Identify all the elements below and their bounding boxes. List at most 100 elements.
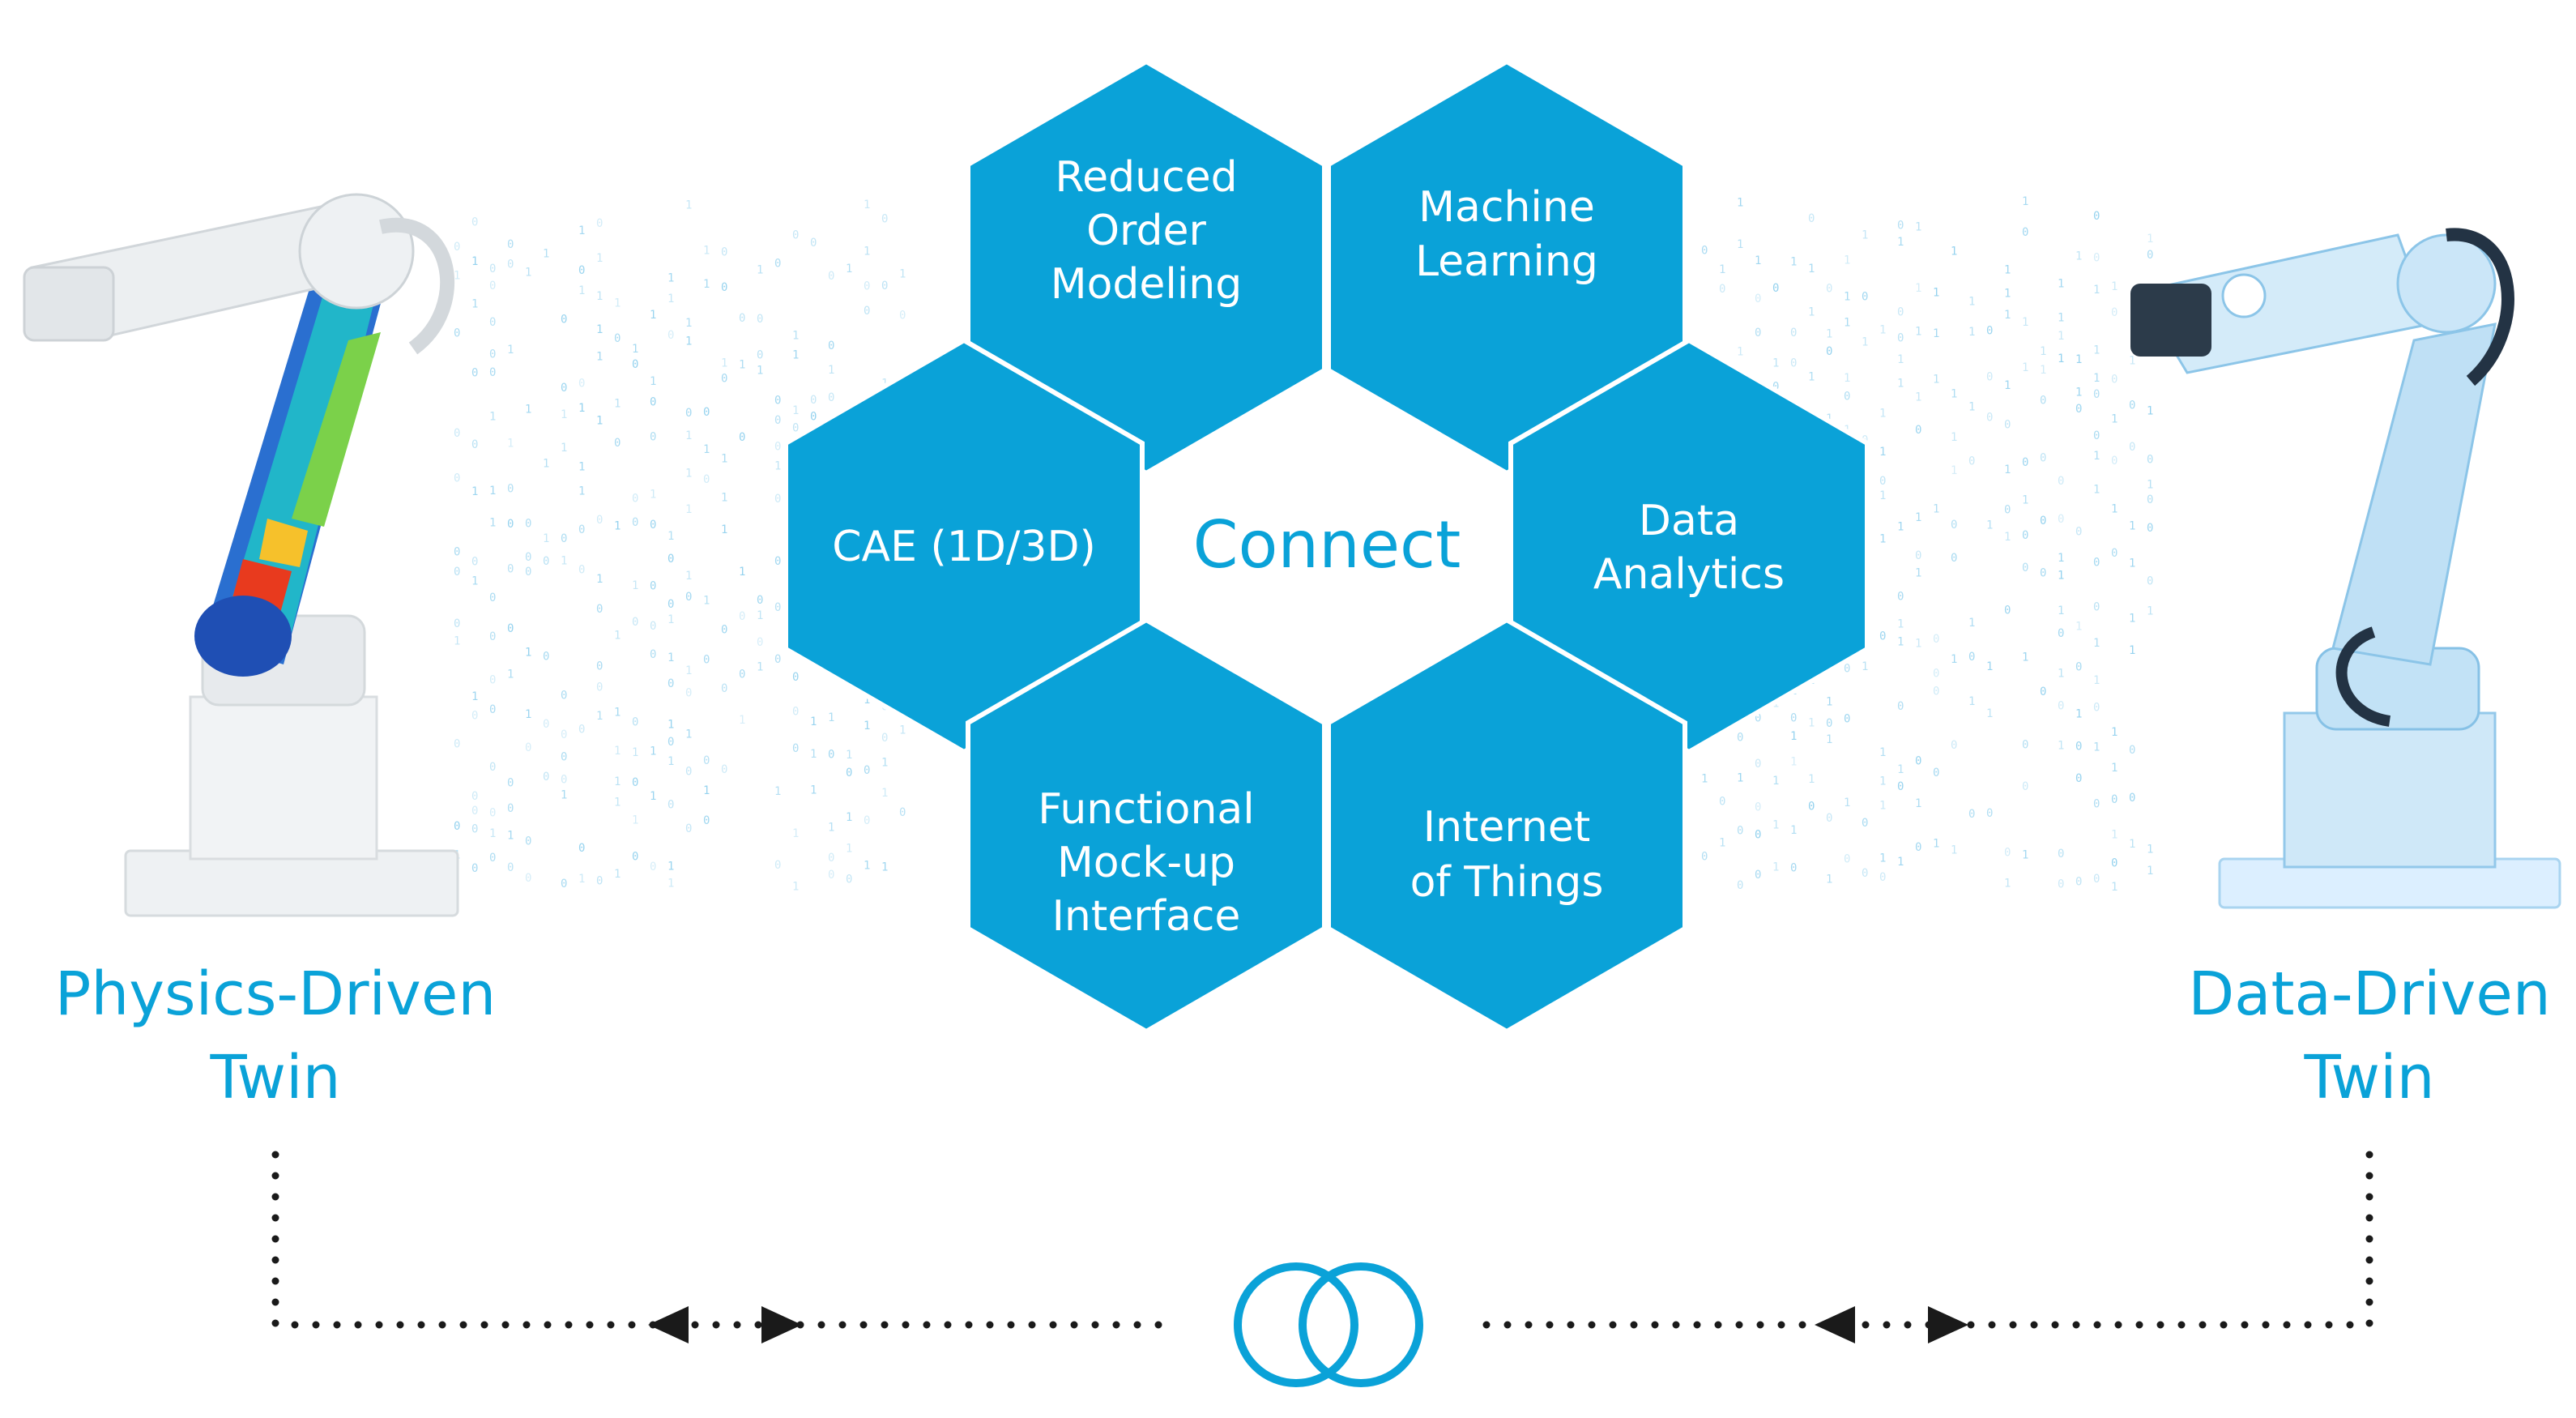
binary-digit: 1: [650, 309, 656, 322]
binary-digit: 1: [1862, 660, 1868, 673]
binary-digit: 1: [2129, 520, 2135, 533]
binary-digit: 0: [2058, 513, 2064, 526]
binary-digit: 1: [1915, 220, 1921, 233]
binary-digit: 0: [721, 246, 727, 258]
binary-digit: 1: [614, 297, 621, 310]
binary-digit: 1: [2111, 412, 2118, 425]
binary-digit: 1: [1790, 730, 1797, 743]
binary-digit: 1: [2075, 353, 2082, 366]
binary-digit: 0: [757, 349, 763, 362]
binary-digit: 0: [2093, 429, 2100, 442]
binary-digit: 0: [774, 555, 781, 568]
binary-digit: 1: [489, 517, 496, 530]
binary-digit: 1: [2111, 726, 2118, 739]
binary-digit: 1: [685, 570, 692, 583]
binary-digit: 1: [739, 566, 745, 579]
binary-digit: 1: [1879, 446, 1886, 459]
binary-digit: 1: [2040, 345, 2046, 358]
hex-label-line: of Things: [1410, 858, 1604, 907]
binary-digit: 0: [1719, 796, 1725, 809]
binary-digit: 0: [578, 564, 585, 577]
binary-digit: 0: [543, 718, 549, 731]
binary-digit: 1: [774, 460, 781, 473]
binary-digit: 0: [2040, 395, 2046, 408]
center-label: Connect: [1193, 507, 1461, 583]
binary-digit: 0: [578, 723, 585, 736]
binary-digit: 0: [1862, 817, 1868, 830]
binary-digit: 0: [828, 270, 834, 283]
binary-digit: 1: [685, 728, 692, 741]
binary-digit: 0: [596, 603, 603, 616]
binary-digit: 1: [1933, 374, 1939, 387]
binary-digit: 1: [2147, 233, 2153, 246]
binary-digit: 0: [2111, 374, 2118, 387]
binary-digit: 1: [2093, 637, 2100, 650]
binary-digit: 1: [2093, 284, 2100, 297]
hexagon-shape: [783, 337, 1145, 755]
binary-digit: 1: [846, 842, 852, 855]
binary-digit: 1: [1701, 773, 1708, 786]
binary-digit: 1: [703, 443, 710, 456]
binary-digit: 0: [2022, 780, 2028, 793]
binary-digit: 1: [667, 293, 674, 305]
binary-digit: 0: [471, 216, 478, 229]
binary-digit: 0: [757, 313, 763, 326]
binary-digit: 1: [881, 861, 888, 874]
binary-digit: 1: [1933, 502, 1939, 515]
binary-digit: 1: [721, 452, 727, 465]
arrow-right-icon: [1928, 1306, 1968, 1343]
binary-digit: 0: [685, 686, 692, 699]
binary-digit: 0: [2093, 557, 2100, 570]
binary-digit: 0: [2147, 493, 2153, 506]
binary-digit: 0: [507, 238, 514, 251]
binary-digit: 1: [650, 745, 656, 758]
binary-digit: 0: [2129, 792, 2135, 805]
binary-digit: 0: [578, 377, 585, 390]
binary-digit: 1: [632, 579, 638, 592]
binary-digit: 0: [774, 493, 781, 506]
binary-digit: 1: [2022, 494, 2028, 507]
binary-digit: 0: [454, 738, 460, 751]
binary-digit: 0: [703, 814, 710, 827]
binary-digit: 1: [1897, 353, 1904, 366]
hex-label-line: Order: [1086, 207, 1206, 255]
binary-digit: 1: [614, 519, 621, 532]
binary-digit: 0: [703, 754, 710, 767]
binary-digit: 1: [471, 574, 478, 587]
binary-digit: 0: [454, 241, 460, 254]
binary-digit: 0: [489, 280, 496, 293]
binary-digit: 1: [721, 357, 727, 370]
binary-digit: 0: [1897, 332, 1904, 345]
binary-digit: 1: [1897, 377, 1904, 390]
binary-digit: 1: [1772, 775, 1779, 788]
binary-digit: 0: [828, 748, 834, 761]
binary-digit: 0: [810, 410, 817, 423]
hexagon-shape: [1508, 337, 1870, 755]
binary-digit: 1: [685, 664, 692, 677]
binary-digit: 0: [471, 710, 478, 723]
binary-digit: 0: [2093, 601, 2100, 614]
binary-digit: 0: [507, 802, 514, 815]
binary-digit: 0: [650, 580, 656, 593]
binary-digit: 1: [1879, 775, 1886, 788]
binary-digit: 0: [578, 264, 585, 277]
binary-digit: 0: [489, 703, 496, 716]
binary-digit: 0: [2075, 740, 2082, 753]
binary-digit: 1: [596, 323, 603, 336]
binary-digit: 0: [650, 648, 656, 661]
binary-digit: 0: [1897, 306, 1904, 319]
binary-digit: 0: [2058, 878, 2064, 891]
binary-digit: 1: [899, 268, 906, 281]
binary-digit: 0: [507, 777, 514, 790]
binary-digit: 1: [471, 485, 478, 498]
binary-digit: 1: [2111, 881, 2118, 894]
binary-digit: 1: [614, 796, 621, 809]
binary-digit: 1: [685, 467, 692, 480]
binary-digit: 0: [454, 617, 460, 630]
binary-digit: 1: [489, 410, 496, 423]
binary-digit: 1: [632, 746, 638, 759]
binary-digit: 0: [525, 835, 531, 848]
binary-digit: 0: [1790, 861, 1797, 874]
binary-digit: 1: [2004, 463, 2011, 476]
binary-digit: 0: [507, 622, 514, 635]
